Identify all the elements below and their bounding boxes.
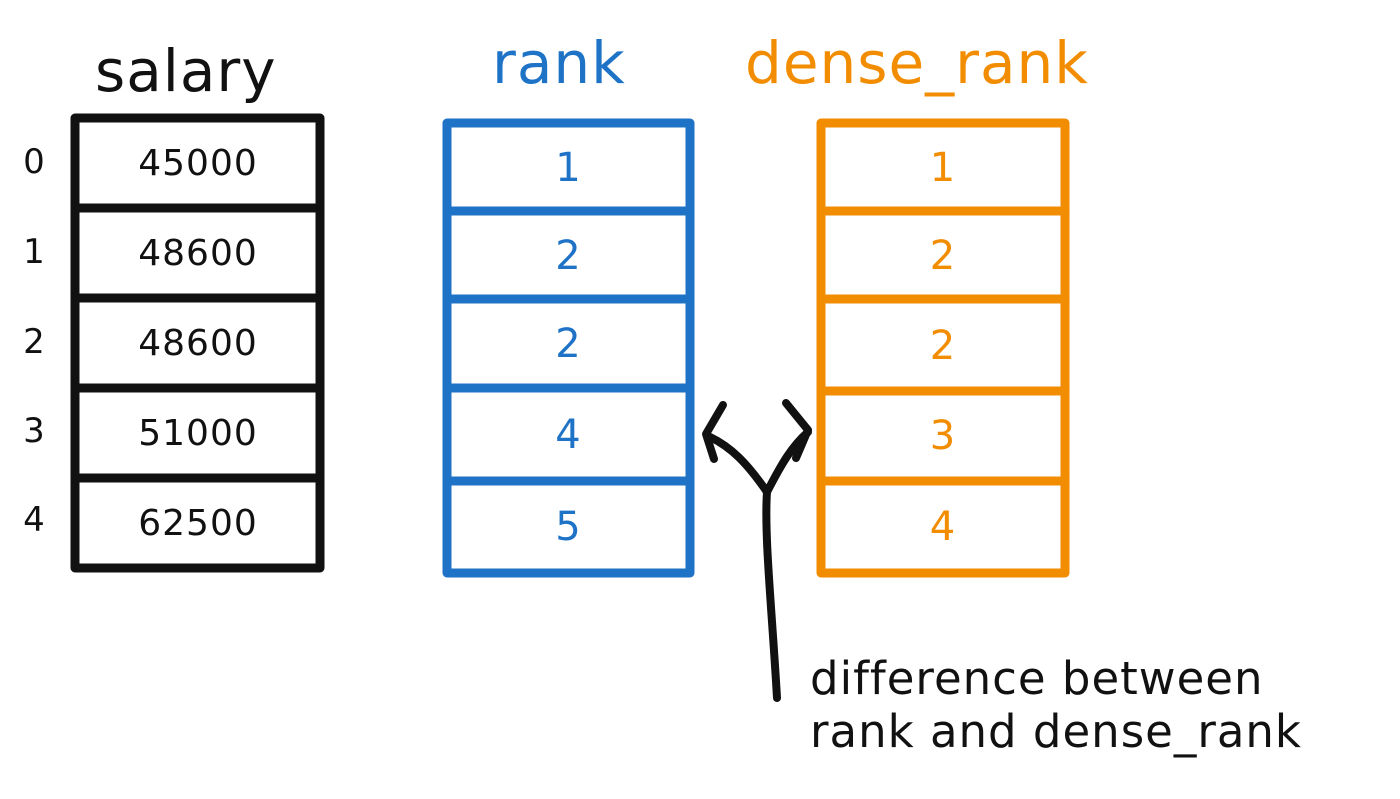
dense-rank-table-borders	[816, 118, 1070, 578]
salary-index-0: 0	[23, 142, 45, 182]
salary-index-3: 3	[23, 411, 45, 451]
fork-arrow-icon	[702, 399, 812, 702]
dense-rank-title: dense_rank	[745, 29, 1089, 97]
dense-rank-cell-2: 2	[929, 322, 957, 369]
dense-rank-table-frame	[816, 118, 1070, 578]
rank-table-frame	[442, 118, 695, 578]
rank-cell-1: 2	[555, 233, 582, 279]
salary-cell-3: 51000	[138, 413, 258, 454]
dense-rank-cell-1: 2	[929, 233, 957, 279]
annotation-line-1: difference between	[810, 652, 1264, 705]
dense-rank-cell-3: 3	[929, 413, 957, 459]
salary-table-frame	[70, 113, 325, 573]
dense-rank-cell-0: 1	[929, 145, 957, 191]
fork-arrow-left-branch	[706, 433, 771, 496]
salary-cell-0: 45000	[138, 143, 258, 184]
salary-title: salary	[95, 37, 277, 105]
salary-index-4: 4	[23, 500, 45, 540]
salary-index-2: 2	[23, 322, 45, 362]
salary-table-borders	[70, 113, 325, 573]
salary-cell-4: 62500	[138, 503, 258, 544]
dense-rank-cell-4: 4	[929, 504, 957, 550]
salary-cell-2: 48600	[138, 323, 258, 364]
rank-cell-0: 1	[555, 145, 582, 191]
rank-title: rank	[492, 29, 626, 97]
rank-cell-2: 2	[555, 321, 582, 367]
salary-cell-1: 48600	[138, 233, 258, 274]
rank-cell-4: 5	[555, 504, 582, 550]
rank-cell-3: 4	[555, 411, 582, 458]
fork-arrow-right-head	[782, 399, 812, 462]
annotation-line-2: rank and dense_rank	[810, 705, 1302, 759]
fork-arrow-stem	[762, 488, 781, 702]
salary-index-1: 1	[23, 232, 45, 272]
fork-arrow-left-head	[702, 401, 727, 463]
rank-table-borders	[442, 118, 695, 578]
annotation-text: difference between rank and dense_rank	[810, 652, 1302, 758]
